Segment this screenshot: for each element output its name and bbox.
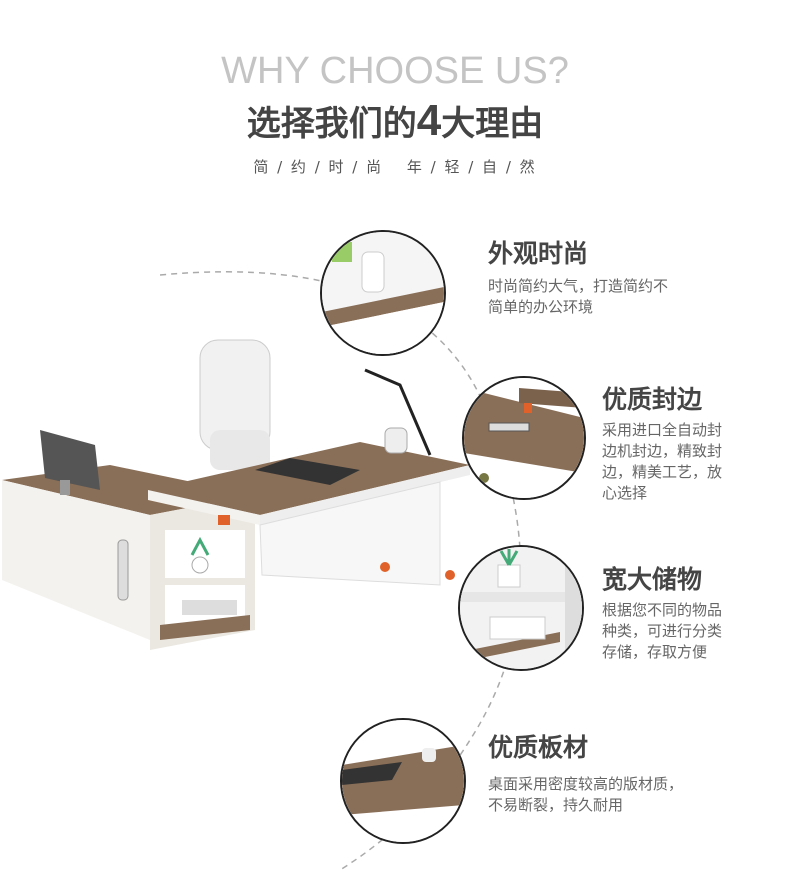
feature-desc-line: 种类，可进行分类 [602, 622, 723, 640]
subtitle: 简 / 约 / 时 / 尚 年 / 轻 / 自 / 然 [253, 158, 537, 176]
feature-image-board [340, 718, 466, 844]
feature-desc-line: 根据您不同的物品 [602, 601, 723, 619]
feature-board: 优质板材 桌面采用密度较高的版材质， 不易断裂，持久耐用 [488, 728, 683, 816]
feature-desc-line: 不易断裂，持久耐用 [488, 796, 624, 814]
feature-desc-line: 桌面采用密度较高的版材质， [488, 775, 684, 793]
feature-desc-line: 存储，存取方便 [602, 643, 708, 661]
feature-appearance: 外观时尚 时尚简约大气，打造简约不 简单的办公环境 [488, 234, 668, 318]
feature-title: 宽大储物 [602, 565, 703, 594]
feature-title: 外观时尚 [488, 239, 589, 268]
feature-edge-banding: 优质封边 采用进口全自动封 边机封边，精致封 边，精美工艺，放 心选择 [602, 380, 722, 504]
office-desk-image [2, 339, 470, 650]
feature-image-edge-banding [462, 376, 586, 500]
title-prefix: 选择我们的 [246, 104, 417, 144]
page-title: 选择我们的4大理由 [0, 96, 790, 146]
title-suffix: 大理由 [441, 104, 544, 144]
feature-image-appearance [320, 230, 446, 356]
feature-title: 优质板材 [488, 733, 589, 762]
feature-desc-line: 边，精美工艺，放 [602, 463, 723, 481]
feature-image-storage [458, 545, 584, 671]
feature-desc-line: 时尚简约大气，打造简约不 [488, 277, 669, 295]
english-title: WHY CHOOSE US? [221, 50, 569, 92]
feature-desc-line: 简单的办公环境 [488, 298, 594, 316]
feature-storage: 宽大储物 根据您不同的物品 种类，可进行分类 存储，存取方便 [602, 560, 722, 663]
title-number: 4 [416, 96, 442, 145]
feature-desc-line: 边机封边，精致封 [602, 442, 723, 460]
feature-desc-line: 采用进口全自动封 [602, 421, 723, 439]
feature-title: 优质封边 [602, 385, 703, 414]
feature-desc-line: 心选择 [602, 484, 648, 502]
